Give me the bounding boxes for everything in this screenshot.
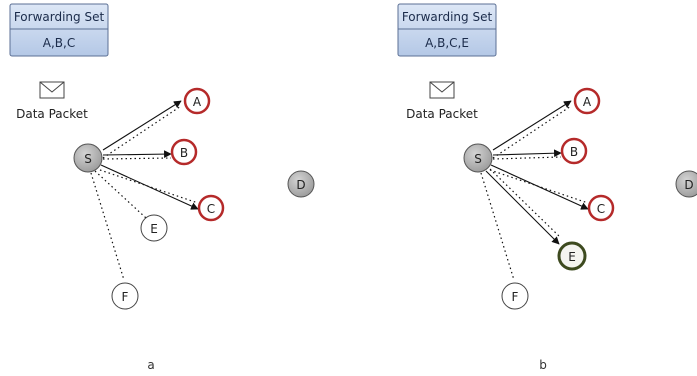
node-label: F xyxy=(122,290,129,304)
edge-s-e-dotted xyxy=(94,170,147,219)
edge-s-a-arrow xyxy=(102,100,182,151)
node-s: S xyxy=(463,143,493,173)
edge-s-c-dotted xyxy=(489,169,589,204)
node-label: E xyxy=(150,222,158,236)
data-packet-label: Data Packet xyxy=(406,107,478,121)
edge-s-a-dotted xyxy=(492,105,572,159)
node-c: C xyxy=(587,194,615,222)
node-d: D xyxy=(675,170,697,198)
forwarding-set-title: Forwarding Set xyxy=(14,10,105,24)
node-label: S xyxy=(474,152,482,166)
node-label: D xyxy=(684,178,693,192)
edge-s-c-dotted xyxy=(99,169,199,204)
edge-s-e-arrow xyxy=(485,170,560,245)
panel-b: Forwarding Set A,B,C,E Data Packet S xyxy=(397,3,697,372)
node-label: S xyxy=(84,152,92,166)
node-d: D xyxy=(287,170,315,198)
edge-s-a-dotted xyxy=(102,105,182,159)
panel-a: Forwarding Set A,B,C Data Packet xyxy=(9,3,315,372)
node-a: A xyxy=(183,87,211,115)
edge-s-c-arrow xyxy=(490,164,589,210)
edge-s-e-dotted xyxy=(489,168,562,239)
panel-caption: a xyxy=(147,358,154,372)
node-label: F xyxy=(512,290,519,304)
node-label: C xyxy=(207,202,215,216)
edge-s-a-arrow xyxy=(492,100,572,151)
forwarding-set-title: Forwarding Set xyxy=(402,10,493,24)
node-s: S xyxy=(73,143,103,173)
node-label: C xyxy=(597,202,605,216)
forwarding-set-frame xyxy=(9,3,109,57)
edge-s-f-dotted xyxy=(480,172,515,281)
node-label: B xyxy=(570,145,578,159)
edges xyxy=(480,100,589,281)
envelope-icon xyxy=(429,81,455,99)
node-label: B xyxy=(180,146,188,160)
edge-s-b-dotted xyxy=(492,156,562,160)
edge-s-b-dotted xyxy=(102,157,172,160)
node-a: A xyxy=(573,87,601,115)
edge-s-b-arrow xyxy=(492,149,562,158)
data-packet-label: Data Packet xyxy=(16,107,88,121)
node-label: E xyxy=(568,250,576,264)
node-e: E xyxy=(557,241,587,271)
forwarding-set-box: Forwarding Set A,B,C xyxy=(9,3,109,57)
envelope-icon xyxy=(39,81,65,99)
edge-s-c-arrow xyxy=(100,164,199,210)
node-e: E xyxy=(140,214,168,242)
edges xyxy=(90,100,199,281)
forwarding-set-frame xyxy=(397,3,497,57)
edge-s-f-dotted xyxy=(90,172,125,281)
node-f: F xyxy=(501,282,529,310)
node-c: C xyxy=(197,194,225,222)
forwarding-set-value: A,B,C,E xyxy=(425,36,469,50)
forwarding-set-box: Forwarding Set A,B,C,E xyxy=(397,3,497,57)
node-b: B xyxy=(170,138,198,166)
panel-caption: b xyxy=(539,358,547,372)
edge-s-b-arrow xyxy=(102,150,172,158)
forwarding-set-value: A,B,C xyxy=(43,36,75,50)
node-f: F xyxy=(111,282,139,310)
node-label: D xyxy=(296,178,305,192)
node-label: A xyxy=(193,95,202,109)
node-label: A xyxy=(583,95,592,109)
node-b: B xyxy=(560,137,588,165)
